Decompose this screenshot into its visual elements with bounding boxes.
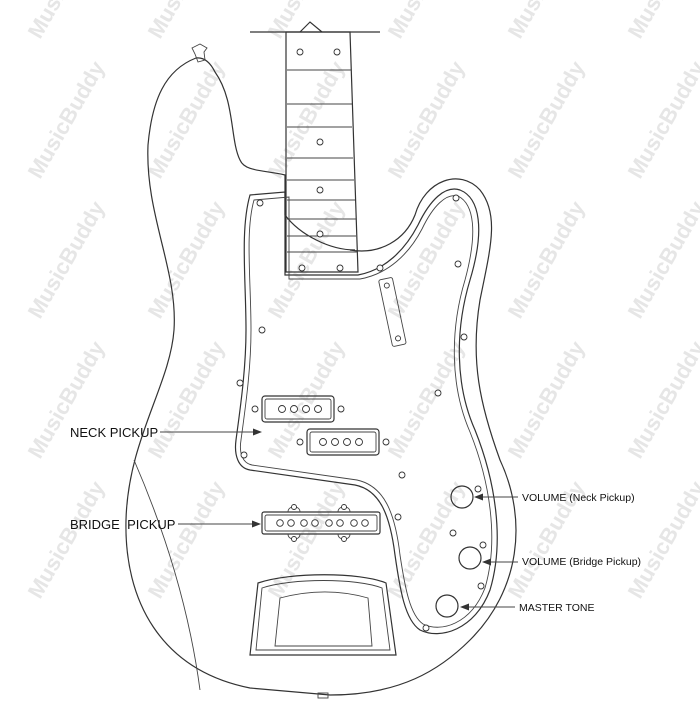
watermark-text: MusicBuddy xyxy=(263,196,350,322)
volume-neck-knob[interactable] xyxy=(450,485,474,509)
master-tone-label: MASTER TONE xyxy=(519,602,594,614)
pickguard xyxy=(234,188,498,635)
watermark-text: MusicBuddy xyxy=(383,336,470,462)
volume-bridge-knob[interactable] xyxy=(458,546,482,570)
watermark-text: MusicBuddy xyxy=(263,0,350,43)
bridge-pickup xyxy=(261,504,381,542)
watermark-text: MusicBuddy xyxy=(623,336,700,462)
watermark-text: MusicBuddy xyxy=(263,476,350,602)
volume-bridge-label: VOLUME (Bridge Pickup) xyxy=(522,556,641,568)
control-knobs xyxy=(435,485,482,618)
neck-pickup-label: NECK PICKUP xyxy=(70,425,158,440)
watermark-text: MusicBuddy xyxy=(23,476,110,602)
body-contour-line xyxy=(133,459,201,691)
watermark-text: MusicBuddy xyxy=(143,476,230,602)
watermark-text: MusicBuddy xyxy=(263,56,350,182)
fretboard xyxy=(285,31,359,273)
watermark-text: MusicBuddy xyxy=(383,56,470,182)
master-tone-knob[interactable] xyxy=(435,594,459,618)
watermark-text: MusicBuddy xyxy=(23,0,110,43)
neck-pickup-lower xyxy=(296,428,390,456)
neck-pickup-upper xyxy=(251,395,345,423)
watermark-text: MusicBuddy xyxy=(23,196,110,322)
watermark-text: MusicBuddy xyxy=(383,0,470,43)
watermark-text: MusicBuddy xyxy=(503,196,590,322)
thumb-rest xyxy=(378,277,407,347)
bottom-strap-pin xyxy=(317,692,329,699)
watermark-text: MusicBuddy xyxy=(623,56,700,182)
watermark-text: MusicBuddy xyxy=(23,56,110,182)
strap-button xyxy=(191,43,208,63)
pickguard-screws xyxy=(236,194,487,632)
bridge-pickup-label: BRIDGE PICKUP xyxy=(70,517,175,532)
watermark-text: MusicBuddy xyxy=(503,56,590,182)
watermark-text: MusicBuddy xyxy=(143,0,230,43)
watermark-text: MusicBuddy xyxy=(23,336,110,462)
watermark-text: MusicBuddy xyxy=(503,0,590,43)
watermark-text: MusicBuddy xyxy=(383,196,470,322)
watermark-text: MusicBuddy xyxy=(383,476,470,602)
watermark-text: MusicBuddy xyxy=(503,336,590,462)
watermark-text: MusicBuddy xyxy=(623,0,700,43)
bridge xyxy=(249,574,397,656)
neck xyxy=(250,21,380,273)
label-arrows xyxy=(160,428,518,611)
watermark-text: MusicBuddy xyxy=(623,196,700,322)
volume-neck-label: VOLUME (Neck Pickup) xyxy=(522,492,635,504)
